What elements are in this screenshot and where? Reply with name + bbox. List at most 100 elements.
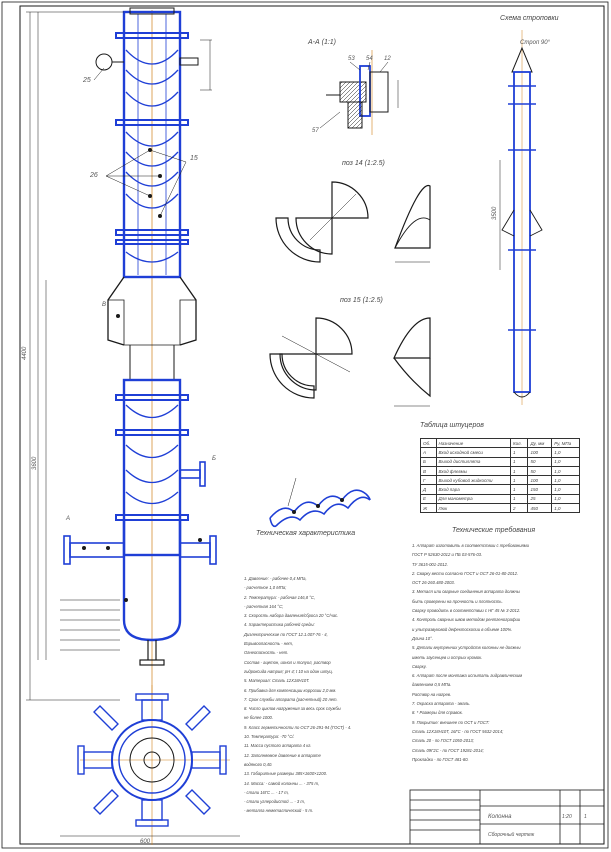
text-line: 6. Аппарат после монтажа испытать гидрав… bbox=[412, 673, 523, 679]
text-line: 9. Покрытие: внешнее по ОСТ и ГОСТ: bbox=[412, 719, 490, 725]
text-line: быть проверены на прочность и плотность. bbox=[412, 598, 503, 604]
table-cell: 1,0 bbox=[551, 503, 580, 514]
lower-shell bbox=[122, 378, 182, 557]
callout-26: 26 bbox=[89, 172, 98, 179]
section-aa: А-А (1:1) 53 54 12 57 bbox=[307, 39, 399, 135]
text-line: Сталь 12Х18Н10Т, 16ГС - по ГОСТ 5632-201… bbox=[412, 728, 504, 734]
table-header-cell: Об. bbox=[420, 437, 437, 449]
middle-cone bbox=[107, 276, 197, 346]
nozzle-label-v: В bbox=[102, 302, 106, 308]
table-cell: 1 bbox=[509, 465, 529, 477]
table-cell: Люк bbox=[435, 503, 511, 514]
table-cell: Выход дистиллята bbox=[435, 456, 511, 467]
pos14-views: поз 14 (1:2.5) bbox=[275, 160, 431, 263]
table-cell: 1,0 bbox=[551, 465, 580, 477]
text-line: Сварку. bbox=[412, 663, 427, 669]
title-block bbox=[409, 789, 605, 845]
callout-15: 15 bbox=[190, 155, 198, 162]
text-line: 9. Класс герметичности по ОСТ 26-291-94 … bbox=[244, 724, 352, 730]
table-cell: Вход флегмы bbox=[435, 465, 511, 477]
table-cell: 1,0 bbox=[551, 493, 580, 505]
text-line: Длина 10°. bbox=[412, 635, 433, 641]
tech-characteristics: 1. Давление: - рабочее 0,4 МПа, - расчет… bbox=[244, 574, 351, 816]
spiral-detail bbox=[269, 477, 371, 528]
callout-53: 53 bbox=[348, 56, 355, 62]
text-line: 3. Скорость набора давления/сброса 20 °С… bbox=[244, 613, 339, 619]
table-cell: Вход пара bbox=[435, 484, 511, 495]
text-line: Огнеопасность - нет. bbox=[244, 650, 289, 656]
text-line: ТУ 3615-001-2012. bbox=[412, 561, 448, 567]
tech-req-title: Технические требования bbox=[452, 526, 535, 534]
sling-scheme: Схема строповки Строп 90° 3500 bbox=[492, 15, 559, 405]
dim-rope: Строп 90° bbox=[520, 40, 551, 46]
text-line: 7. Окраска аппарата - эмаль. bbox=[412, 701, 471, 707]
text-line: не более 1000. bbox=[244, 715, 274, 721]
table-cell: 2 bbox=[509, 503, 529, 514]
text-line: гидроксида натрия; pH 4; t 10 на один шт… bbox=[244, 668, 333, 674]
table-cell: Д bbox=[420, 484, 437, 495]
text-line: - стали углеродистой ... - 3 т, bbox=[244, 799, 305, 805]
dim-base: 600 bbox=[140, 839, 151, 845]
nozzle-label-b: Б bbox=[212, 456, 216, 462]
table-cell: 50 bbox=[527, 465, 553, 477]
text-line: 1. Давление: - рабочее 0,4 МПа, bbox=[244, 576, 307, 581]
callout-54: 54 bbox=[366, 56, 373, 62]
table-cell: Ж bbox=[420, 503, 437, 514]
nozzle-label-a: А bbox=[65, 516, 70, 522]
table-cell: Г bbox=[420, 475, 437, 486]
table-header-cell: Ду, мм bbox=[527, 437, 553, 449]
dim-total: 4400 bbox=[22, 346, 28, 360]
table-cell: Е bbox=[420, 493, 437, 505]
inner-frame bbox=[19, 5, 605, 845]
table-header-cell: Кол. bbox=[509, 437, 529, 449]
text-line: водяного 0,40. bbox=[244, 761, 273, 767]
text-line: и ультразвуковой дефектоскопии в объеме … bbox=[412, 626, 513, 632]
text-line: 8. Число циклов нагружения за весь срок … bbox=[244, 706, 341, 712]
nozzle-table-title: Таблица штуцеров bbox=[420, 421, 484, 429]
table-cell: 100 bbox=[527, 475, 553, 486]
text-line: Сталь 20 - по ГОСТ 1050-2013; bbox=[412, 738, 474, 744]
table-cell: 1,0 bbox=[551, 447, 580, 458]
text-line: иметь заусенцев и острых кромок. bbox=[412, 654, 483, 660]
pos14-title: поз 14 (1:2.5) bbox=[342, 160, 385, 167]
pos15-title: поз 15 (1:2.5) bbox=[340, 297, 383, 304]
side-nozzles bbox=[63, 461, 217, 565]
table-cell: Выход кубовой жидкости bbox=[435, 475, 511, 486]
text-line: 2. Сварку вести согласно ГОСТ и ОСТ 26-0… bbox=[412, 570, 519, 576]
plan-view: 600 bbox=[60, 685, 240, 845]
dimension-lines bbox=[26, 11, 212, 701]
table-cell: 1 bbox=[509, 447, 529, 458]
title-name: Колонна bbox=[488, 814, 512, 820]
dim-main: 3600 bbox=[32, 456, 38, 470]
tech-char-title: Техническая характеристика bbox=[256, 530, 355, 537]
text-line: Состав - ацетон, ионол и толуол, раствор bbox=[244, 659, 331, 665]
section-aa-title: А-А (1:1) bbox=[307, 39, 336, 46]
text-line: 3. Металл или сварные соединения аппарат… bbox=[412, 589, 520, 595]
table-cell: 1 bbox=[509, 493, 529, 505]
text-line: Диэлектрические по ГОСТ 12.1.007-76 - 4, bbox=[244, 631, 328, 637]
text-line: - расчетная 164 °С; bbox=[244, 603, 284, 609]
text-line: - металла неметаллический - 5 т. bbox=[244, 808, 314, 814]
text-line: - стали 16ГС ... - 17 т, bbox=[244, 789, 289, 795]
text-line: давлением 0,5 МПа. bbox=[412, 682, 452, 688]
table-cell: 100 bbox=[527, 447, 553, 458]
text-line: - расчетное 1,0 МПа; bbox=[244, 585, 287, 591]
text-line: 1. Аппарат изготовить в соответствии с т… bbox=[412, 543, 529, 548]
table-cell: 1 bbox=[509, 484, 529, 495]
table-cell: 1,0 bbox=[551, 484, 580, 495]
table-cell: Б bbox=[420, 456, 437, 467]
table-cell: 50 bbox=[527, 456, 553, 467]
table-header-cell: Назначение bbox=[435, 437, 511, 449]
text-line: 7. Срок службы аппарата (расчетный) 20 л… bbox=[244, 696, 338, 702]
sling-scheme-title: Схема строповки bbox=[500, 15, 559, 22]
text-line: Сварку проводить в соответствии с НГ 45 … bbox=[412, 608, 521, 614]
table-cell: 1,0 bbox=[551, 456, 580, 467]
text-line: Взрывоопасность - нет, bbox=[244, 641, 293, 647]
text-line: 5. Материал: Сталь 12Х18Н10Т. bbox=[244, 678, 310, 684]
upper-trays bbox=[125, 49, 179, 263]
